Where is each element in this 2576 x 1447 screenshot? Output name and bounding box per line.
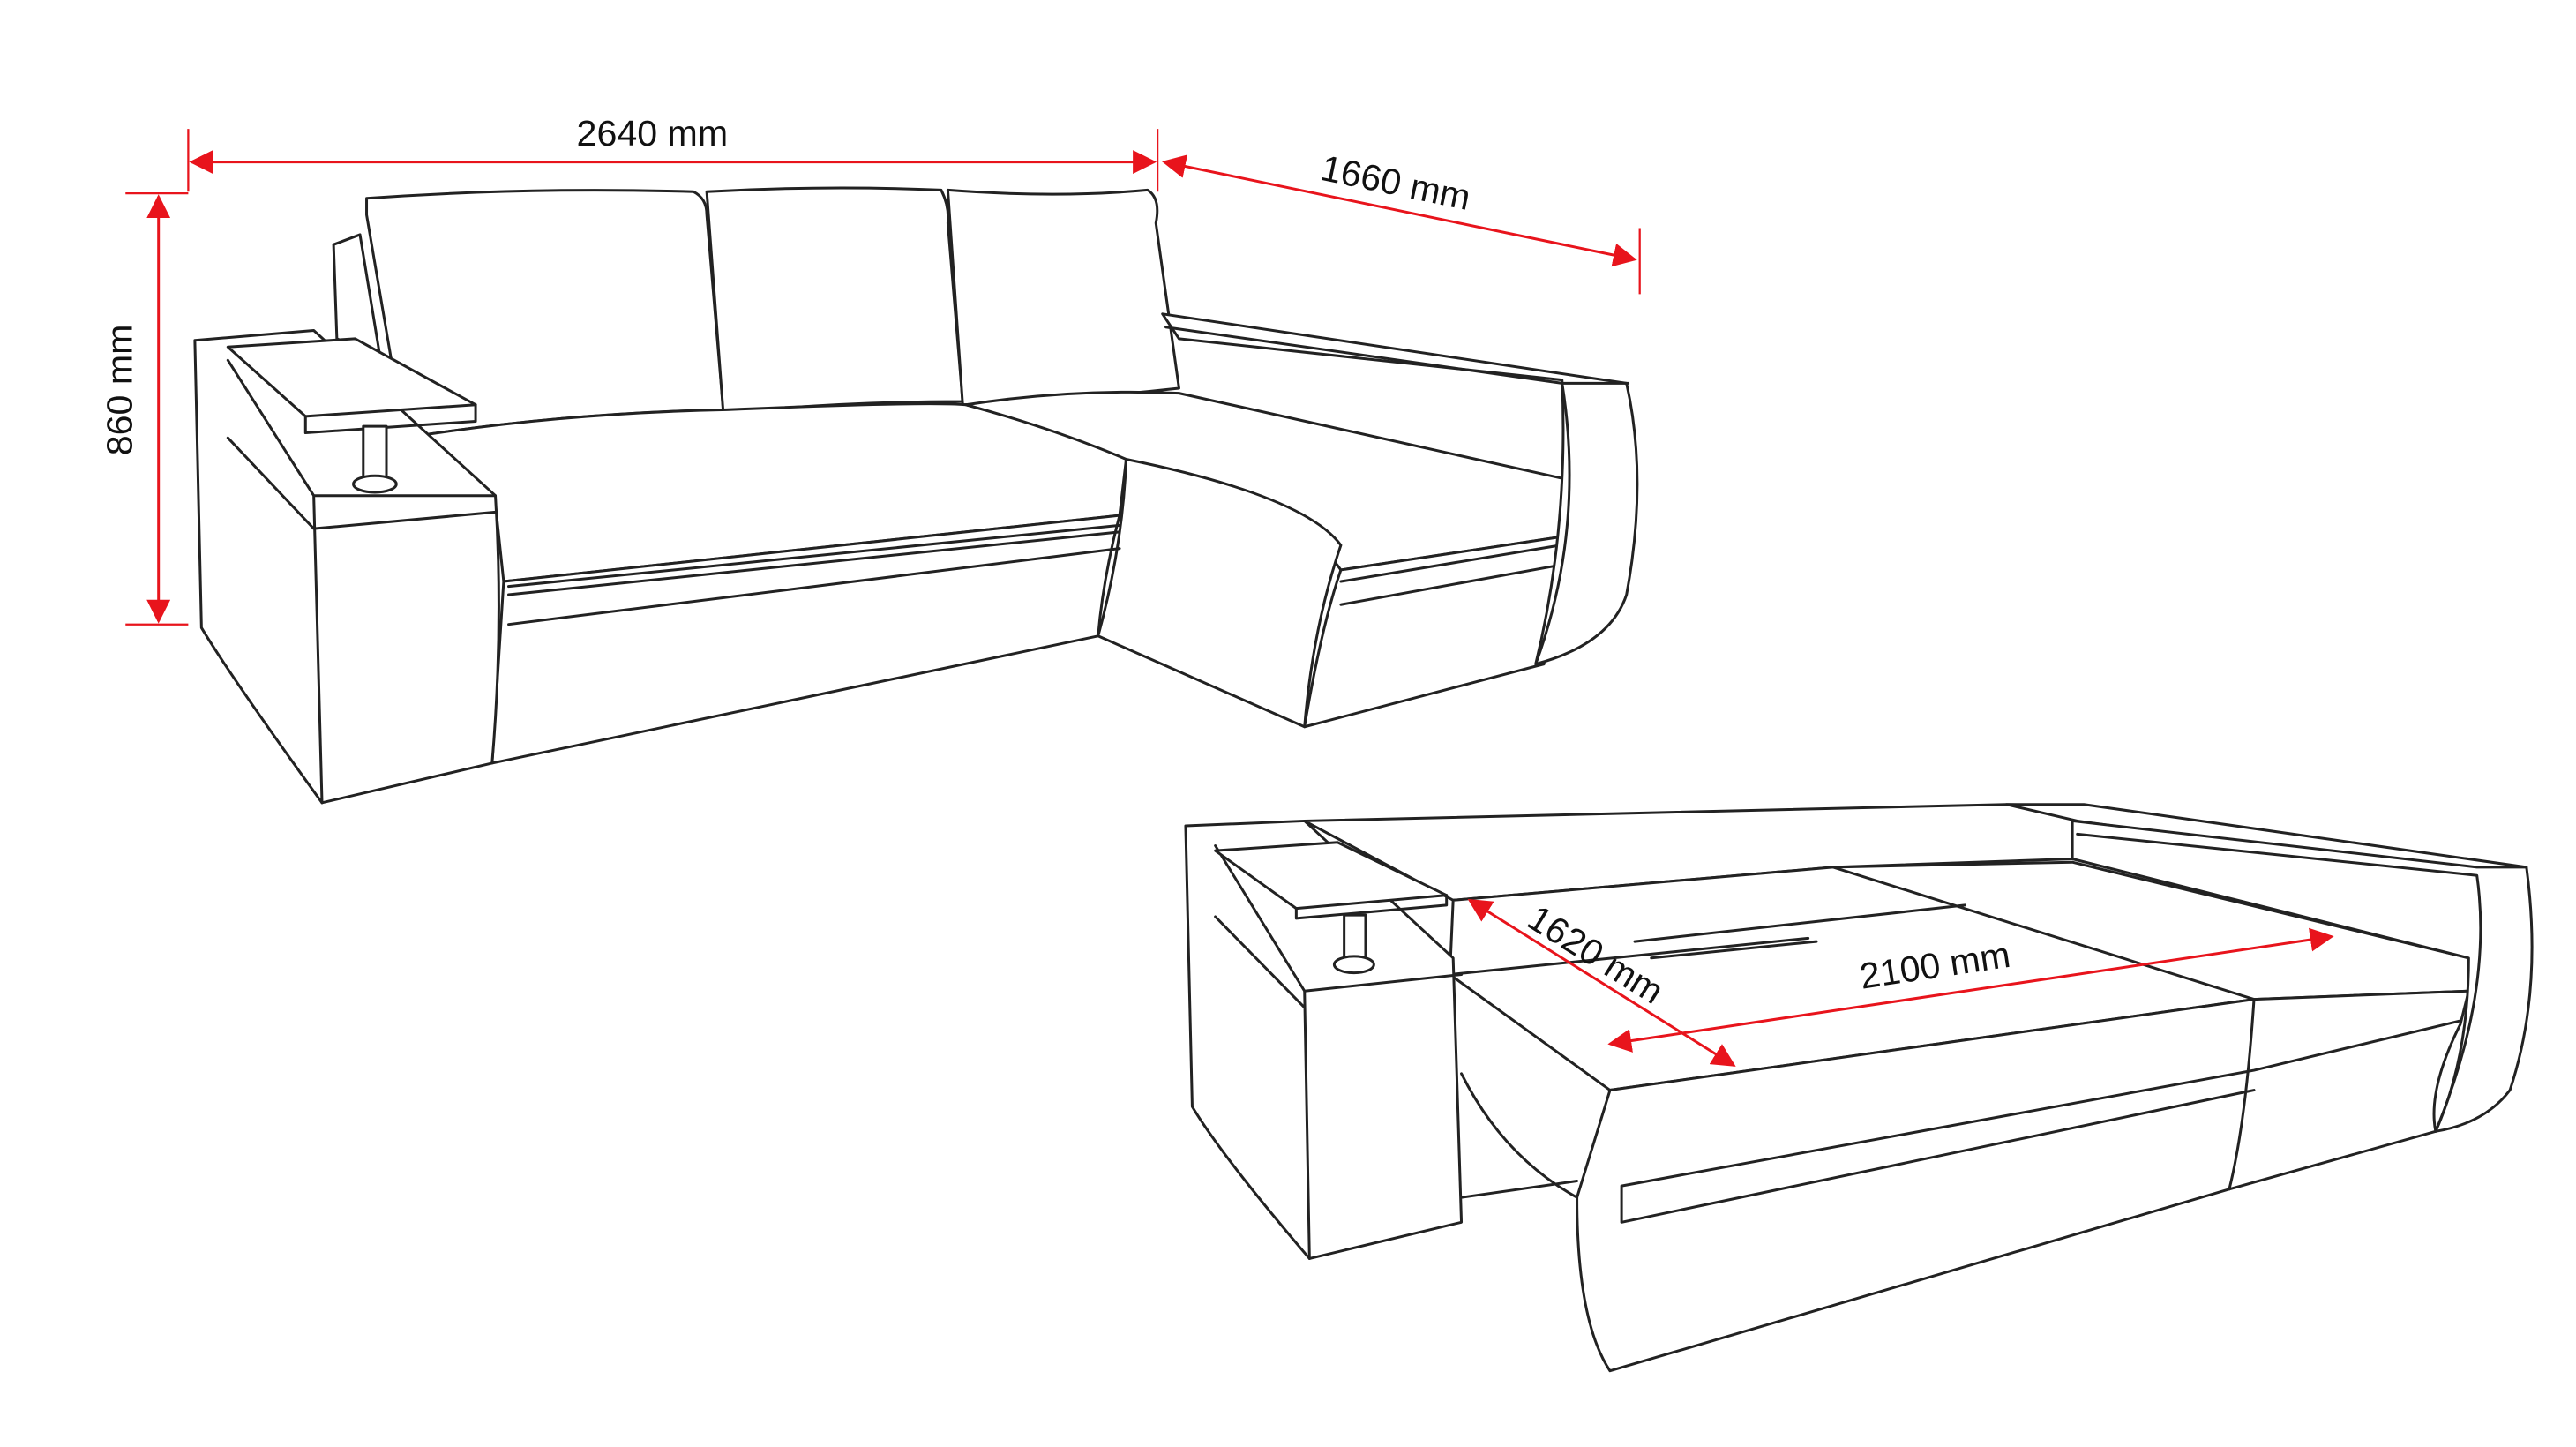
right-armrest xyxy=(1161,312,1639,666)
dimension-height: 860 mm xyxy=(100,192,189,626)
dimension-depth: 1660 mm xyxy=(1161,147,1641,295)
height-label: 860 mm xyxy=(100,325,140,456)
width-label: 2640 mm xyxy=(577,113,729,154)
dimension-width: 2640 mm xyxy=(187,113,1159,192)
left-armrest xyxy=(193,329,500,805)
assembled-sofa-drawing xyxy=(193,186,1639,805)
back-cushion xyxy=(705,186,964,415)
sofa-base xyxy=(490,514,1121,765)
back-cushion xyxy=(946,188,1180,407)
depth-label: 1660 mm xyxy=(1318,147,1474,218)
bed-mode-drawing xyxy=(1184,803,2534,1373)
